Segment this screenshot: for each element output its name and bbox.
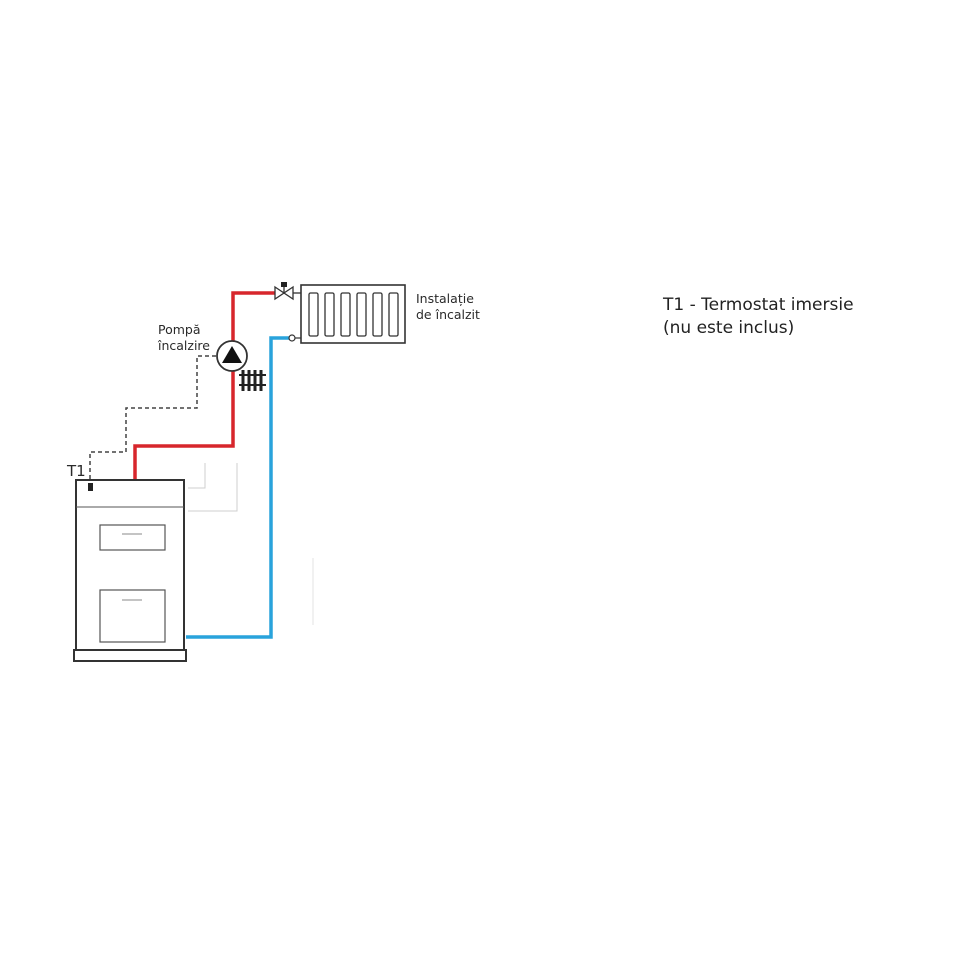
boiler-base xyxy=(73,649,187,662)
sensor-cable xyxy=(89,355,216,483)
sensor-icon xyxy=(88,483,93,491)
boiler-lower-door xyxy=(99,589,166,643)
t1-label: T1 xyxy=(67,462,86,480)
flow-pipe xyxy=(133,291,275,480)
heating-installation xyxy=(300,284,406,344)
pump-icon xyxy=(216,340,248,372)
background-guides xyxy=(188,463,314,625)
return-pipe xyxy=(186,336,289,639)
heating-label-line2: de încalzit xyxy=(416,307,480,322)
heating-label-line1: Instalație xyxy=(416,291,474,306)
boiler xyxy=(73,479,187,662)
valve-icon xyxy=(274,282,301,301)
pump-label-line2: încalzire xyxy=(158,338,210,353)
radiator-icon xyxy=(239,370,266,391)
legend-line1: T1 - Termostat imersie xyxy=(663,295,854,315)
return-fitting xyxy=(288,334,301,342)
pump-label-line1: Pompă xyxy=(158,322,201,337)
boiler-upper-door xyxy=(99,524,166,551)
legend-line2: (nu este inclus) xyxy=(663,318,795,338)
